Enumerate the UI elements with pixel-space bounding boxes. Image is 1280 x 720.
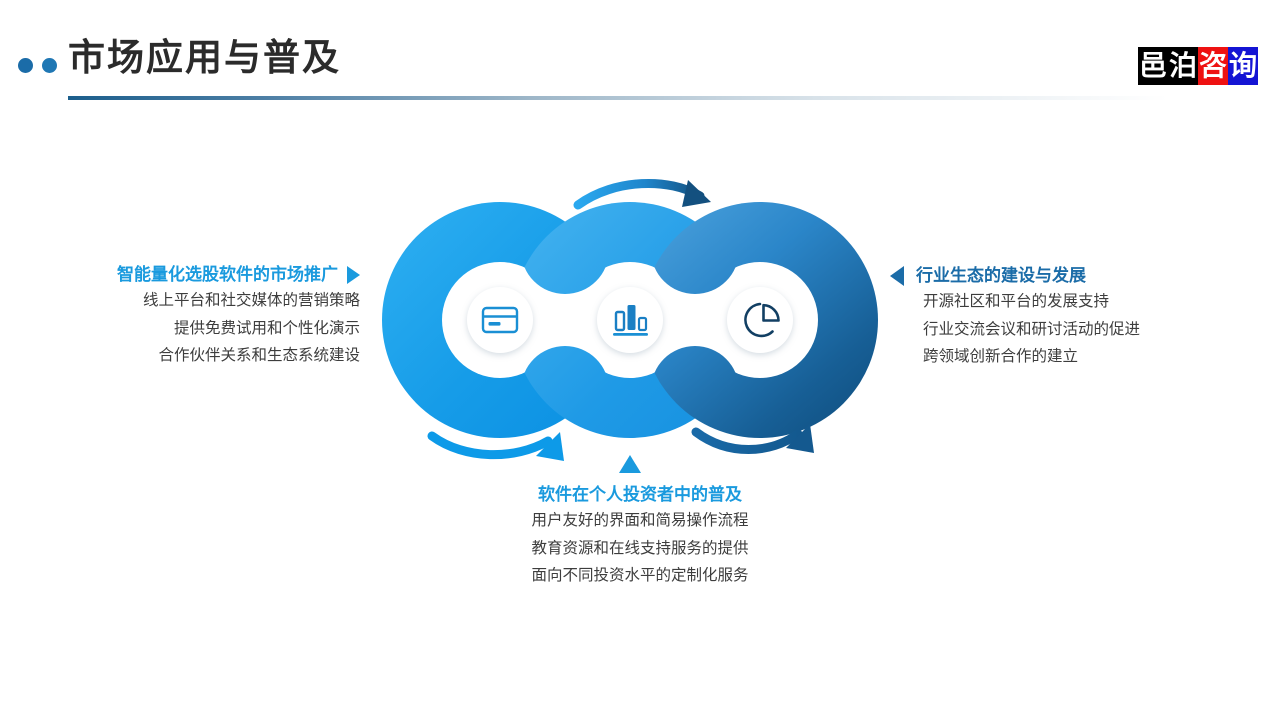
- pie-chart-icon: [744, 302, 780, 338]
- slide-header: 市场应用与普及 邑 泊 咨 询: [0, 0, 1280, 110]
- block-left-heading: 智能量化选股软件的市场推广: [117, 265, 338, 284]
- brand-logo: 邑 泊 咨 询: [1137, 47, 1258, 85]
- header-divider: [68, 96, 1168, 100]
- block-right-heading: 行业生态的建设与发展: [916, 266, 1086, 285]
- block-bottom-line-1: 用户友好的界面和简易操作流程: [531, 512, 749, 530]
- icon-disc-right: [727, 287, 793, 353]
- triangle-up-marker: [619, 455, 641, 473]
- block-left-heading-row: 智能量化选股软件的市场推广: [40, 265, 360, 285]
- triangle-right-icon: [347, 266, 360, 285]
- block-left-line-2: 提供免费试用和个性化演示: [173, 319, 360, 337]
- credit-card-icon: [481, 306, 519, 334]
- bar-chart-icon: [613, 305, 648, 336]
- block-left-line-3: 合作伙伴关系和生态系统建设: [158, 347, 360, 365]
- logo-char-2: 泊: [1167, 47, 1198, 85]
- triangle-left-icon: [890, 266, 904, 287]
- block-right-line-1: 开源社区和平台的发展支持: [923, 293, 1110, 311]
- arrow-top: [573, 179, 711, 210]
- block-left: 智能量化选股软件的市场推广 线上平台和社交媒体的营销策略 提供免费试用和个性化演…: [40, 265, 360, 368]
- block-right: 行业生态的建设与发展 开源社区和平台的发展支持 行业交流会议和研讨活动的促进 跨…: [890, 266, 1240, 369]
- block-bottom: 软件在个人投资者中的普及 用户友好的界面和简易操作流程 教育资源和在线支持服务的…: [440, 485, 840, 588]
- icon-disc-left: [467, 287, 533, 353]
- logo-char-4: 询: [1227, 47, 1258, 85]
- block-right-heading-row: 行业生态的建设与发展: [890, 266, 1240, 287]
- page-title: 市场应用与普及: [68, 37, 341, 78]
- block-bottom-heading: 软件在个人投资者中的普及: [538, 485, 742, 504]
- block-bottom-line-3: 面向不同投资水平的定制化服务: [531, 567, 749, 585]
- block-left-line-1: 线上平台和社交媒体的营销策略: [142, 292, 360, 310]
- logo-char-3: 咨: [1197, 47, 1228, 85]
- block-bottom-line-2: 教育资源和在线支持服务的提供: [531, 539, 749, 557]
- block-right-line-3: 跨领域创新合作的建立: [923, 348, 1079, 366]
- title-dots: [18, 58, 57, 73]
- three-circle-diagram: [370, 160, 890, 490]
- arrow-bottom-right: [691, 424, 814, 454]
- title-dot-1: [18, 58, 33, 73]
- logo-char-1: 邑: [1137, 47, 1168, 85]
- title-dot-2: [42, 58, 57, 73]
- arrow-bottom-left: [427, 431, 564, 461]
- block-right-line-2: 行业交流会议和研讨活动的促进: [923, 320, 1141, 338]
